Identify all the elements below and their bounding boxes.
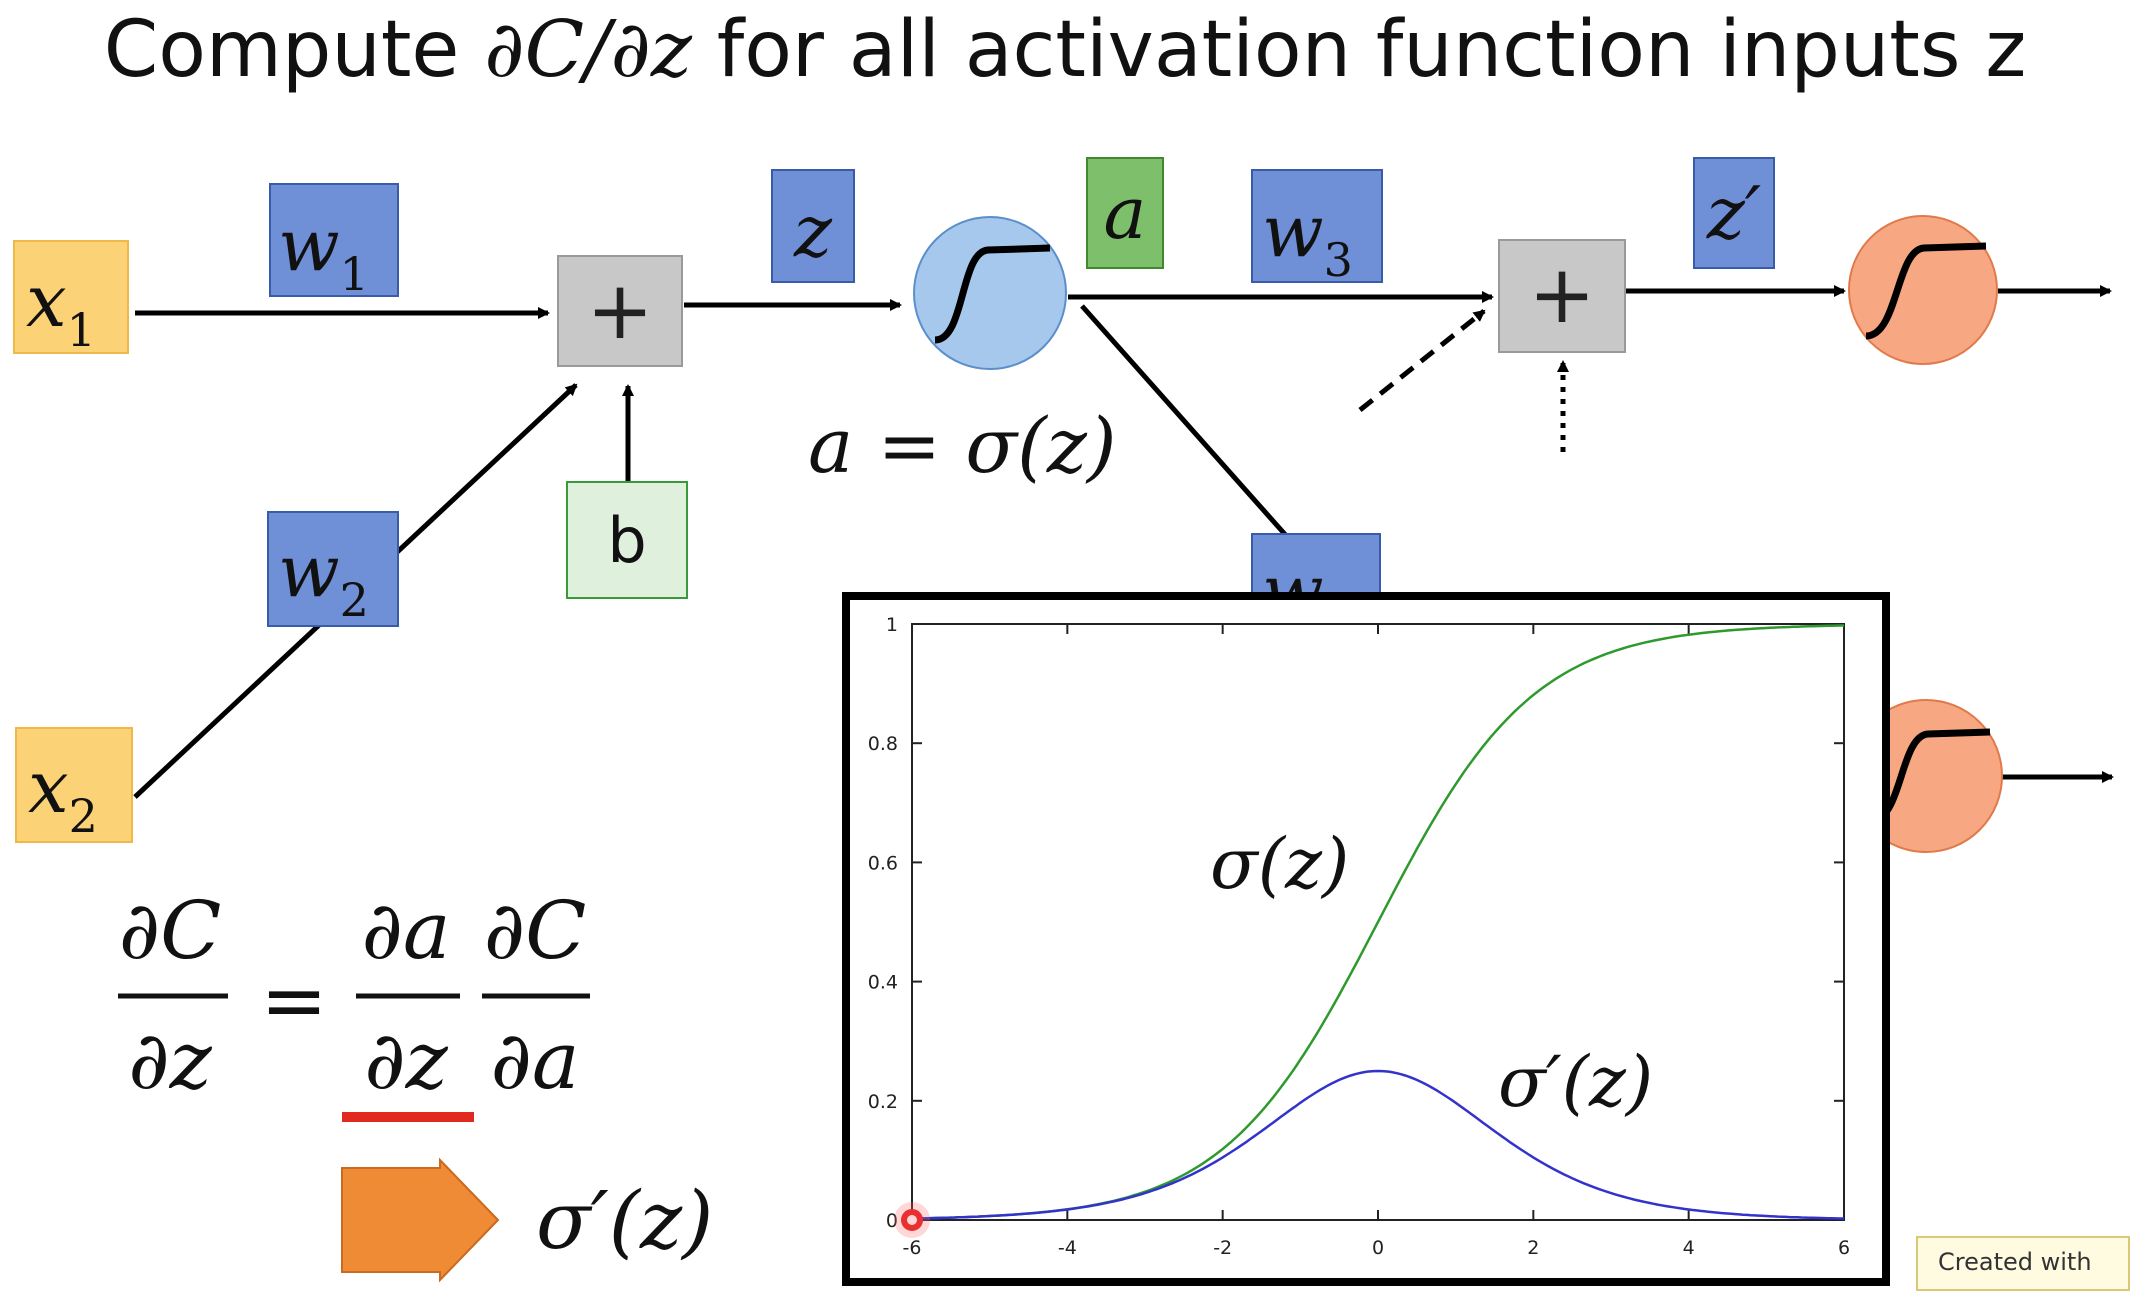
svg-text:+: +: [1528, 248, 1595, 341]
y-tick-label: 0.6: [868, 852, 898, 874]
svg-text:z′: z′: [1706, 171, 1761, 255]
series-label-sigma-prime: σ′(z): [1498, 1041, 1653, 1123]
weight-w1: w1: [269, 183, 399, 301]
svg-text:b: b: [607, 504, 646, 577]
equation-a-sigma: a = σ(z): [808, 401, 1117, 490]
chart-panel: -6 -4 -2 0 2 4 6 0 0.2 0.4 0.6 0.8 1 σ(z) σ′(z): [842, 592, 1890, 1286]
series-sigma-prime-line: [912, 1069, 1844, 1220]
underline-red: [342, 1112, 474, 1122]
x-tick-label: -6: [903, 1237, 922, 1259]
label-z: z: [771, 169, 855, 283]
svg-text:=: =: [260, 954, 327, 1047]
activation-neuron-2: [1848, 215, 1998, 365]
svg-text:∂a: ∂a: [490, 1014, 579, 1107]
input-x1: x1: [13, 240, 129, 357]
edge-neuron-w4: [1080, 304, 1292, 542]
x-tick-label: 6: [1838, 1237, 1850, 1259]
svg-text:+: +: [586, 264, 653, 357]
x-tick-label: 4: [1683, 1237, 1695, 1259]
svg-text:z: z: [793, 189, 833, 273]
svg-text:x2: x2: [28, 745, 98, 843]
y-tick-label: 0.2: [868, 1091, 898, 1113]
y-tick-label: 1: [886, 614, 898, 636]
svg-text:∂C: ∂C: [484, 884, 587, 977]
svg-text:w3: w3: [1262, 189, 1353, 287]
result-arrow: [341, 1157, 500, 1283]
sum-node-2: +: [1498, 239, 1626, 353]
series-label-sigma: σ(z): [1210, 823, 1349, 905]
x-tick-label: 0: [1372, 1237, 1384, 1259]
label-a: a: [1086, 157, 1164, 269]
svg-text:a: a: [1104, 171, 1147, 255]
sum-node: +: [557, 255, 683, 367]
x-tick-label: -2: [1213, 1237, 1232, 1259]
input-x2: x2: [15, 727, 133, 843]
activation-neuron: [913, 216, 1067, 370]
svg-text:∂z: ∂z: [364, 1014, 448, 1107]
watermark-badge: Created with: [1916, 1236, 2130, 1291]
red-marker: [901, 1209, 923, 1231]
y-tick-label: 0: [886, 1210, 898, 1232]
label-z-prime: z′: [1693, 157, 1775, 269]
weight-w2: w2: [267, 511, 399, 627]
svg-text:x1: x1: [26, 259, 96, 357]
svg-text:∂a: ∂a: [361, 884, 450, 977]
chain-rule-equation: ∂C ∂z = ∂a ∂z ∂C ∂a: [118, 884, 590, 1107]
bias-b: b: [566, 481, 688, 599]
x-tick-label: 2: [1527, 1237, 1539, 1259]
svg-text:w1: w1: [278, 203, 369, 301]
result-sigma-prime: σ′(z): [536, 1174, 713, 1267]
slide-title: Compute ∂C/∂z for all activation functio…: [103, 5, 2027, 95]
svg-text:∂z: ∂z: [128, 1014, 212, 1107]
weight-w3: w3: [1251, 169, 1383, 287]
red-marker-glow: [894, 1202, 930, 1238]
edge-dashed-sum2: [1358, 309, 1486, 412]
svg-text:∂C: ∂C: [119, 884, 222, 977]
y-tick-label: 0.4: [868, 972, 898, 994]
y-tick-label: 0.8: [868, 733, 898, 755]
x-tick-label: -4: [1058, 1237, 1077, 1259]
svg-text:w2: w2: [278, 529, 369, 627]
